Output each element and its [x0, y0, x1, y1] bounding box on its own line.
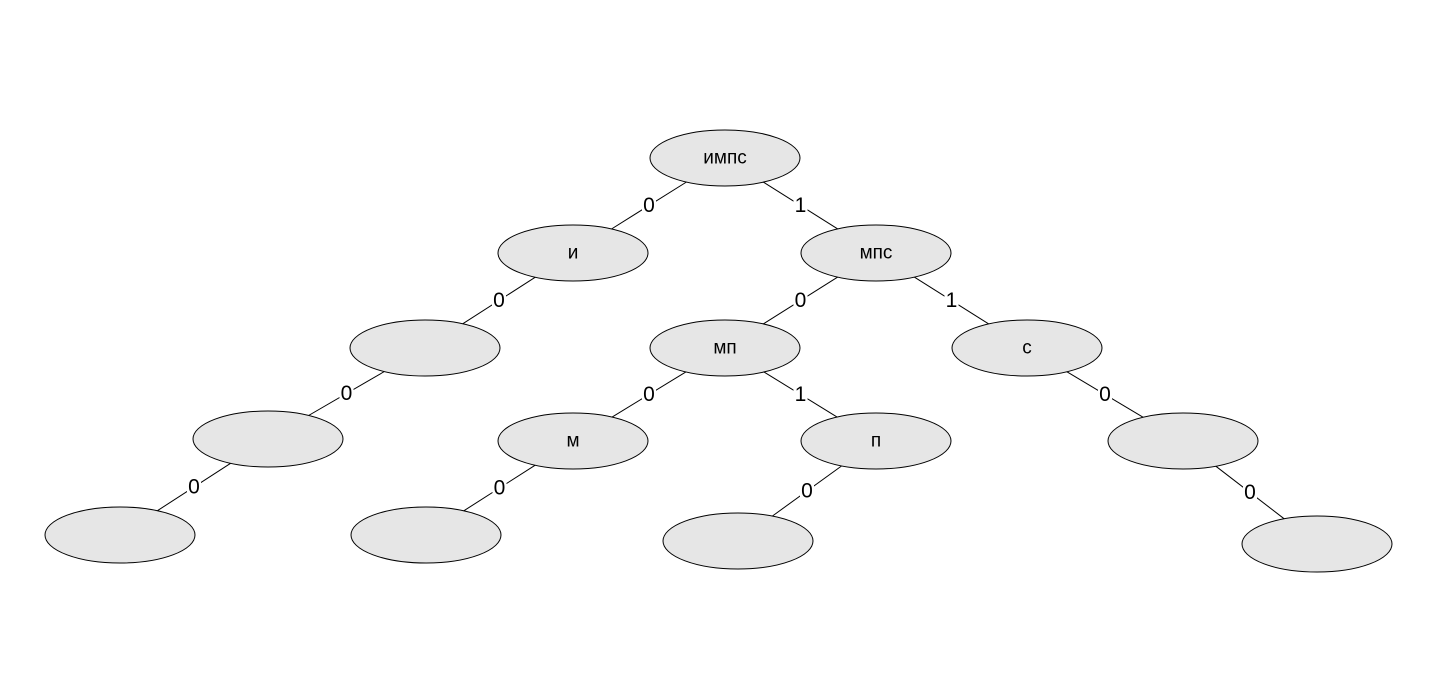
- tree-node-n-i-000: [44, 506, 196, 564]
- edge-label-bit: 0: [795, 289, 807, 312]
- edge-label-bit: 1: [946, 289, 958, 312]
- node-label: с: [1022, 338, 1032, 359]
- edge-labels-layer: 0 1 0 0 1 0 0 1 0 0 0 0 0: [187, 194, 1257, 504]
- tree-node-n-m-0: [350, 506, 502, 564]
- node-ellipse: [497, 412, 649, 470]
- tree-node-n-m: м: [497, 412, 649, 470]
- edge-label-gap: [492, 289, 506, 312]
- edge-label-bit: 0: [1244, 481, 1256, 504]
- node-ellipse: [951, 319, 1103, 377]
- tree-node-n-s-0: [1107, 412, 1259, 470]
- node-label: и: [568, 243, 579, 264]
- tree-node-n-i-00: [192, 410, 344, 468]
- node-ellipse: [662, 512, 814, 570]
- edge-label-bit: 0: [643, 383, 655, 406]
- node-ellipse: [800, 224, 952, 282]
- edge-label-gap: [944, 289, 959, 312]
- tree-node-n-s-00: [1241, 515, 1393, 573]
- edge-label-gap: [793, 383, 808, 406]
- tree-node-n-mps: мпс: [800, 224, 952, 282]
- edge-label-bit: 0: [494, 477, 506, 500]
- edge-label-bit: 1: [795, 194, 807, 217]
- node-ellipse: [800, 412, 952, 470]
- edge-label-bit: 0: [188, 476, 200, 499]
- node-label: м: [566, 431, 579, 452]
- edge-label-gap: [1098, 383, 1112, 406]
- node-label: мпс: [860, 243, 893, 264]
- node-ellipse: [1241, 515, 1393, 573]
- edge-label-bit: 0: [1099, 383, 1111, 406]
- edge-label-gap: [492, 477, 507, 499]
- node-ellipse: [349, 319, 501, 377]
- node-ellipse: [1107, 412, 1259, 470]
- edge-label-gap: [1243, 481, 1257, 504]
- edge-label-gap: [800, 480, 814, 502]
- edge-label-gap: [793, 194, 808, 217]
- edge-label-gap: [793, 289, 808, 312]
- node-ellipse: [497, 224, 649, 282]
- edge-label-gap: [642, 194, 656, 217]
- node-label: импс: [703, 148, 746, 169]
- edge-label-bit: 0: [801, 480, 813, 503]
- edge-label-bit: 0: [493, 289, 505, 312]
- edge-label-gap: [339, 382, 354, 405]
- tree-node-root: импс: [649, 129, 801, 187]
- edge-label-gap: [642, 383, 656, 406]
- tree-node-n-i-0: [349, 319, 501, 377]
- node-ellipse: [350, 506, 502, 564]
- edge-label-bit: 0: [643, 194, 655, 217]
- tree-node-n-p: п: [800, 412, 952, 470]
- tree-node-n-p-0: [662, 512, 814, 570]
- node-label: мп: [713, 338, 736, 359]
- edge-label-gap: [187, 476, 201, 498]
- node-ellipse: [649, 129, 801, 187]
- node-ellipse: [192, 410, 344, 468]
- tree-node-n-s: с: [951, 319, 1103, 377]
- node-label: п: [871, 431, 881, 452]
- edge-label-bit: 0: [341, 382, 353, 405]
- edge-label-bit: 1: [795, 383, 807, 406]
- node-ellipse: [649, 319, 801, 377]
- node-ellipse: [44, 506, 196, 564]
- tree-node-n-mp: мп: [649, 319, 801, 377]
- tree-node-n-i: и: [497, 224, 649, 282]
